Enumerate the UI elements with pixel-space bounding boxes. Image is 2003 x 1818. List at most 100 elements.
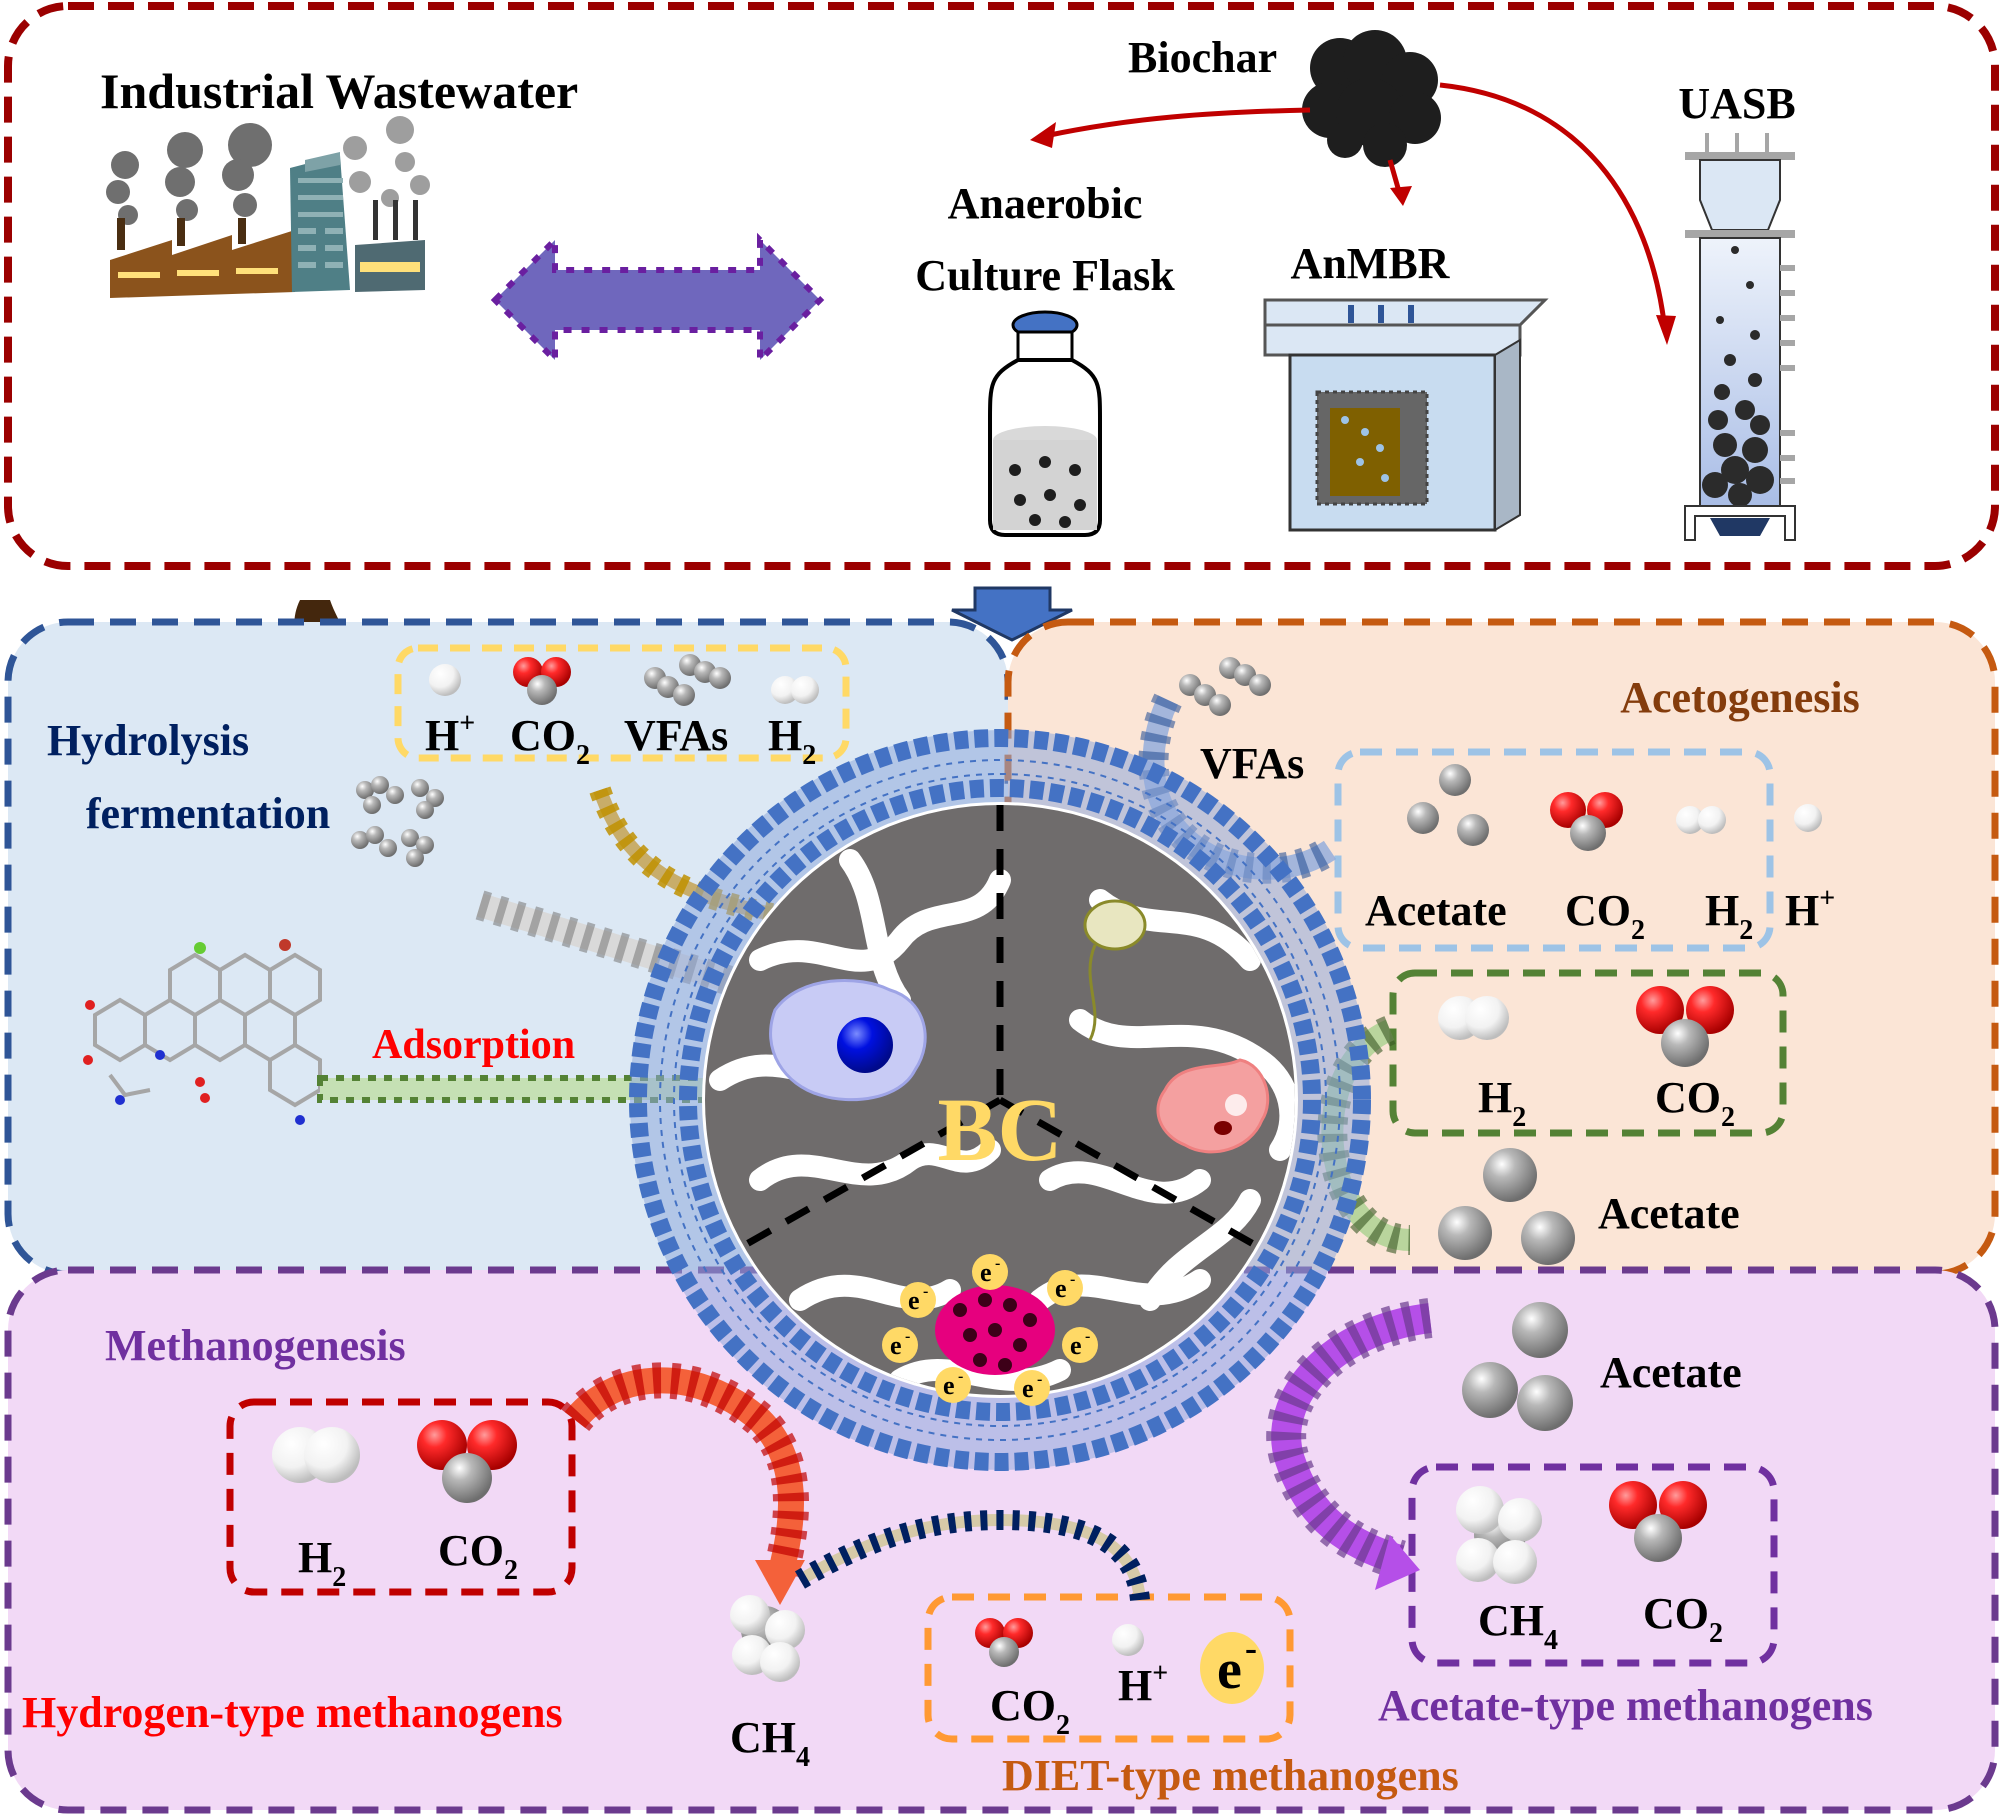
svg-text:-: - <box>905 1328 910 1345</box>
arrow-to-uasb <box>1439 82 1668 331</box>
diet-methanogen-icon <box>935 1285 1055 1375</box>
membrane-inner-beads <box>679 779 1321 1421</box>
flask-label-line1: Anaerobic <box>948 179 1143 228</box>
acetogenesis-product-molecules <box>1407 764 1822 851</box>
svg-text:-: - <box>923 1283 928 1300</box>
acetogenesis-substrate-molecules <box>1438 986 1734 1067</box>
electron-badge: e- <box>882 1327 918 1363</box>
biochar-core: BC e- e- e- e- e- e- <box>629 729 1371 1471</box>
electron-badge: e- <box>1062 1327 1098 1363</box>
acetate-type-output-molecules <box>1456 1481 1707 1584</box>
acetate-type-output-ch4: CH4 <box>1478 1596 1558 1656</box>
svg-text:e: e <box>908 1286 920 1315</box>
acetogenesis-substrate-co2: CO2 <box>1655 1073 1735 1133</box>
archaea-cell-icon <box>1156 1058 1270 1154</box>
membrane-outer-beads <box>629 729 1371 1471</box>
h2-molecule <box>791 676 819 704</box>
electron-badge: e- <box>1014 1370 1050 1406</box>
acetogenesis-substrate-box <box>1389 969 1787 1137</box>
methanogenesis-panel: Methanogenesis H2 CO2 Hydrogen-type meth… <box>4 1266 1999 1814</box>
hydrolysis-product-vfas: VFAs <box>624 711 728 760</box>
acetate-type-arrow <box>1266 1298 1433 1590</box>
electron-badge: e- <box>972 1254 1008 1290</box>
svg-text:e: e <box>1055 1274 1067 1303</box>
diet-type-box <box>924 1593 1294 1743</box>
acetate-type-label: Acetate-type methanogens <box>1378 1681 1873 1730</box>
acetogenesis-title: Acetogenesis <box>1620 673 1860 722</box>
svg-text:e: e <box>1070 1331 1082 1360</box>
anmbr-reactor-icon <box>1263 298 1549 532</box>
vfa-molecule <box>644 654 731 706</box>
flask-label-line2: Culture Flask <box>915 251 1175 300</box>
methanogenesis-title: Methanogenesis <box>105 1321 406 1370</box>
bidirectional-arrow <box>490 232 825 368</box>
acetate-type-box <box>1408 1463 1778 1667</box>
electron-badge: e- <box>1047 1270 1083 1306</box>
arrow-to-flask <box>1044 107 1311 139</box>
svg-text:e: e <box>1022 1374 1034 1403</box>
acetogenesis-substrate-h2: H2 <box>1478 1073 1526 1133</box>
factory-building <box>110 230 295 298</box>
diet-type-label: DIET-type methanogens <box>1002 1751 1459 1800</box>
molecule-atoms <box>83 939 305 1125</box>
acetate-type-output-co2: CO2 <box>1643 1589 1723 1649</box>
hydrolysis-products-box <box>394 644 850 762</box>
hydrogen-type-product-ch4: CH4 <box>730 1713 810 1773</box>
biochar-pores <box>709 849 1295 1391</box>
co2-molecule <box>527 675 557 705</box>
uasb-reactor-icon <box>1684 133 1796 541</box>
hydrolysis-title-line1: Hydrolysis <box>47 716 249 765</box>
membrane-lipid-tails <box>659 759 1341 1441</box>
uasb-label: UASB <box>1678 79 1795 128</box>
acetate-type-input-label: Acetate <box>1600 1348 1742 1397</box>
hydrogen-type-input-molecules <box>272 1420 517 1503</box>
electron-badge: e- <box>900 1282 936 1318</box>
acetogenesis-acetate-label: Acetate <box>1598 1189 1740 1238</box>
hydrogen-type-label: Hydrogen-type methanogens <box>22 1688 563 1737</box>
hydrolytic-bacterium-icon <box>769 979 927 1102</box>
electron-badges: e- e- e- e- e- e- e- <box>882 1254 1098 1406</box>
h-ion-molecule <box>429 664 461 696</box>
svg-text:-: - <box>1070 1271 1075 1288</box>
down-arrow <box>951 586 1073 642</box>
hydrolysis-product-labels: H+ CO2 VFAs H2 <box>425 708 816 771</box>
acetogenesis-product-co2: CO2 <box>1565 886 1645 946</box>
diet-type-molecules <box>975 1618 1144 1667</box>
svg-text:-: - <box>1245 1628 1257 1668</box>
office-tower <box>290 155 350 292</box>
svg-text:-: - <box>1085 1328 1090 1345</box>
acetogenesis-vfas-label: VFAs <box>1200 739 1304 788</box>
svg-text:e: e <box>980 1258 992 1287</box>
hydrolysis-product-co2: CO2 <box>510 711 590 771</box>
acetogenesis-product-labels: Acetate CO2 H2 H+ <box>1365 883 1835 946</box>
diet-electron-icon: e - <box>1200 1628 1264 1704</box>
hydrocarbon-molecules <box>351 776 444 867</box>
methane-molecule <box>730 1595 805 1682</box>
core-dividers <box>743 805 1257 1249</box>
top-panel: Industrial Wastewater <box>4 2 1999 951</box>
hydrolysis-product-h-ion: H+ <box>425 708 475 760</box>
hydrogen-type-box <box>226 1398 576 1596</box>
acetogenesis-product-h-ion: H+ <box>1785 883 1835 935</box>
acetogenesis-vfa-molecule <box>1179 657 1271 716</box>
electron-badge: e- <box>935 1367 971 1403</box>
acetogenic-bacterium-icon <box>1083 899 1147 1041</box>
hydrolysis-molecules <box>429 654 819 706</box>
biochar-label: Biochar <box>1128 33 1277 82</box>
anmbr-label: AnMBR <box>1291 239 1451 288</box>
biochar-particle-icon <box>1302 30 1441 167</box>
hydrolysis-title-line2: fermentation <box>86 789 330 838</box>
acetogenesis-products-box <box>1334 748 1774 952</box>
hydrogen-type-input-h2: H2 <box>298 1533 346 1593</box>
diet-type-input-co2: CO2 <box>990 1681 1070 1741</box>
diet-electron-arrow <box>794 1509 1150 1602</box>
acetogenesis-product-h2: H2 <box>1705 886 1753 946</box>
svg-text:e: e <box>943 1371 955 1400</box>
hydrolysis-product-h2: H2 <box>768 711 816 771</box>
acetogenesis-product-acetate: Acetate <box>1365 886 1507 935</box>
svg-text:-: - <box>1037 1371 1042 1388</box>
svg-text:e: e <box>890 1331 902 1360</box>
industrial-wastewater-title: Industrial Wastewater <box>100 63 578 119</box>
svg-text:-: - <box>995 1255 1000 1272</box>
